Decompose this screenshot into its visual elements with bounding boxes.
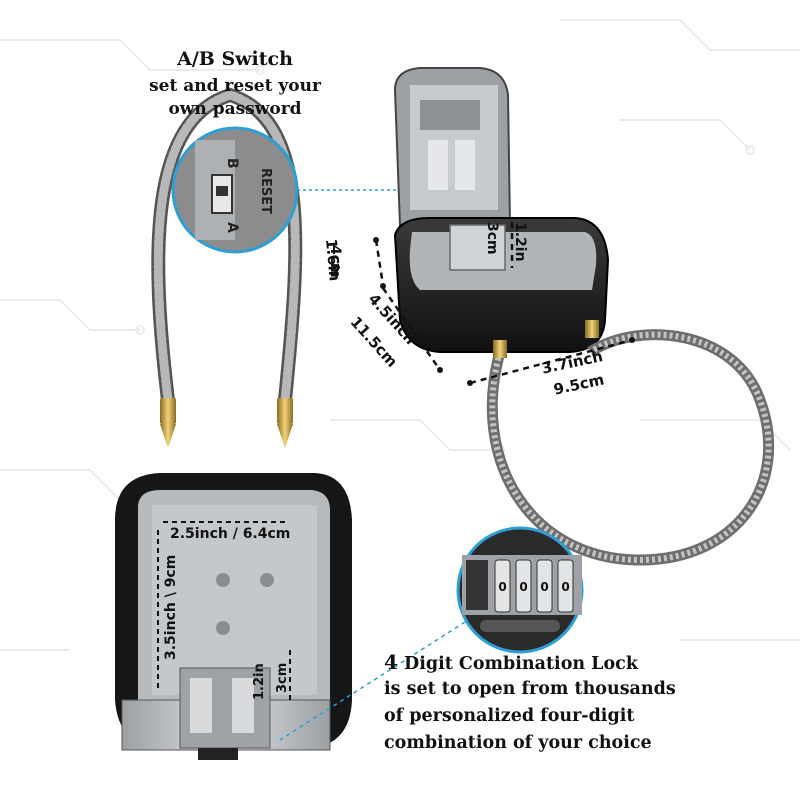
reset-label: RESET	[258, 168, 273, 214]
ab-switch-line1: set and reset your	[149, 76, 321, 96]
combination-dials: 0 0 0 0	[494, 559, 574, 613]
combination-line3: of personalized four-digit	[384, 706, 635, 726]
dim-front-width: 2.5inch / 6.4cm	[170, 526, 291, 542]
lockbox-front-view	[115, 473, 352, 760]
dim-front-slot-cm: 3cm	[275, 662, 290, 693]
lockbox-open-side-view	[393, 67, 775, 566]
switch-letter-b: B	[224, 158, 240, 169]
dial-digit: 0	[498, 580, 506, 594]
cable-shackle-standalone	[151, 87, 303, 448]
combination-title-num: 4	[384, 650, 398, 674]
dim-height-cm: 4cm	[327, 245, 343, 278]
dim-front-slot-in: 1.2in	[252, 663, 267, 700]
dim-slot-in: 1.2in	[512, 222, 528, 262]
combination-title: 4 Digit Combination Lock	[384, 650, 794, 677]
dimension-lines-front	[157, 521, 291, 700]
dial-digit: 0	[519, 580, 527, 594]
switch-letter-a: A	[224, 222, 240, 233]
dial-digit: 0	[540, 580, 548, 594]
dim-front-height: 3.5inch \ 9cm	[163, 554, 179, 660]
dial-digit: 0	[561, 580, 569, 594]
dim-slot-cm: 3cm	[484, 222, 500, 255]
combination-zoom-circle: 0 0 0 0	[456, 526, 584, 654]
combination-title-text: Digit Combination Lock	[397, 654, 638, 674]
ab-switch-zoom-circle: B A RESET	[171, 126, 299, 254]
ab-switch-line2: own password	[168, 99, 302, 119]
combination-line4: combination of your choice	[384, 733, 652, 753]
ab-switch-title: A/B Switch	[177, 48, 293, 70]
combination-line2: is set to open from thousands	[384, 679, 676, 699]
dimension-lines-side	[374, 222, 633, 385]
